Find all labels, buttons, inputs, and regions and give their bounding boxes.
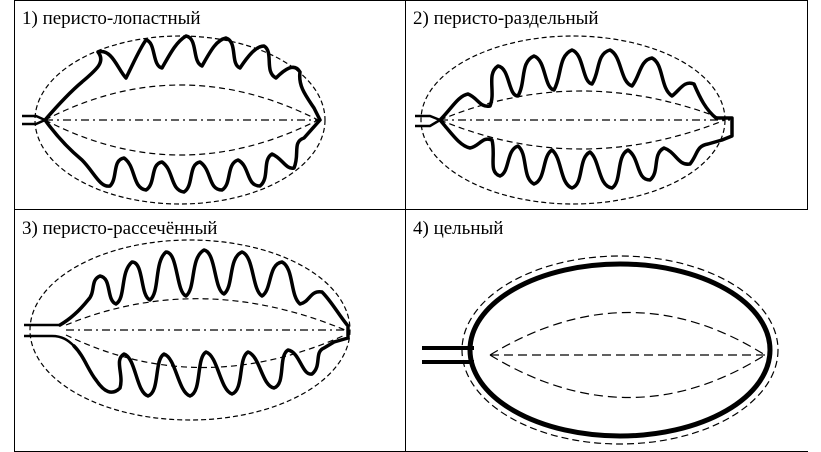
leaf-petiole [22,116,45,124]
leaf-blade-outline [45,36,320,192]
leaf-entire [422,256,778,444]
leaf-inner-curve [490,313,765,356]
leaf-petiole [422,348,474,362]
leaf-petiole [415,116,440,126]
leaf-pinnately-parted [415,36,732,204]
cell-label-pinnately-lobed: 1) перисто-лопастный [22,8,201,30]
cell-label-entire: 4) цельный [413,218,503,240]
leaf-pinnately-dissected [24,240,350,420]
cell-label-pinnately-dissected: 3) перисто-рассечённый [22,218,217,240]
leaf-blade-outline [440,50,732,188]
leaf-inner-curve [440,120,725,149]
leaf-inner-curve [45,85,318,120]
leaf-inner-curve [45,120,318,155]
leaf-pinnately-lobed [22,36,325,204]
leaf-blade-outline [60,250,348,396]
leaf-blade-outline [470,264,770,436]
leaf-inner-curve [490,355,765,398]
leaf-outline-ellipse [462,256,778,444]
cell-label-pinnately-parted: 2) перисто-раздельный [413,8,599,30]
